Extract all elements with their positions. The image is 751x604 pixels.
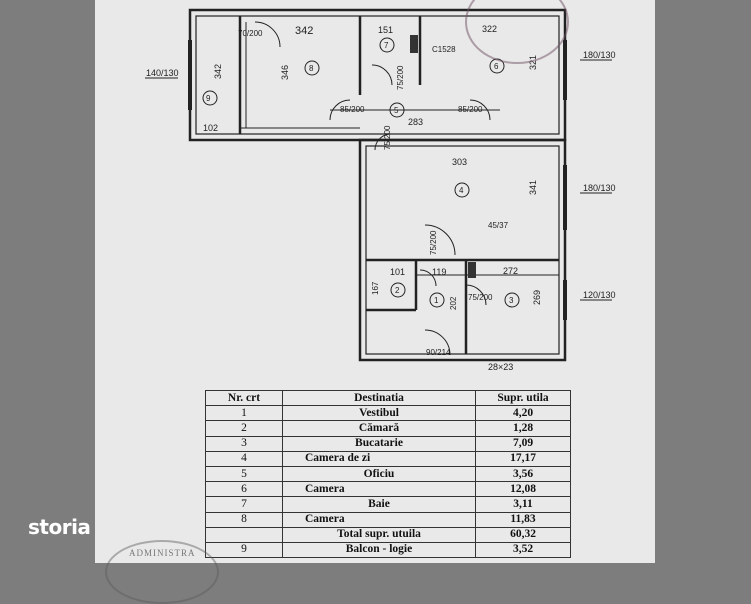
cell-nr: 8 — [205, 511, 283, 528]
room-7-id: 7 — [384, 41, 389, 50]
r3-dim-a: 272 — [503, 266, 518, 276]
r7-dim-a: 151 — [378, 25, 393, 35]
floor-plan: 102 342 9 342 346 70/200 8 151 7 C1528 7… — [145, 8, 616, 372]
r7-c: C1528 — [432, 45, 456, 54]
r4-dim-a: 303 — [452, 157, 467, 167]
room-2-id: 2 — [395, 286, 400, 295]
cell-dest: Cămară — [282, 420, 476, 437]
cell-dest: Oficiu — [282, 465, 476, 483]
cell-dest: Total supr. utuila — [282, 526, 476, 543]
room-1-id: 1 — [434, 296, 439, 305]
cell-nr: 2 — [205, 420, 283, 437]
r5-door1: 85/200 — [340, 105, 365, 114]
r5-door3: 75/200 — [383, 125, 392, 150]
cell-nr — [205, 526, 283, 543]
cell-area: 60,32 — [475, 526, 571, 543]
cell-area: 1,28 — [475, 420, 571, 437]
r4-door: 75/200 — [429, 230, 438, 255]
r8-dim-b: 346 — [280, 65, 290, 80]
cell-area: 3,56 — [475, 465, 571, 483]
r1-dim-b: 202 — [449, 296, 458, 310]
cell-nr: 9 — [205, 541, 283, 559]
cell-dest: Camera de zi — [282, 450, 476, 467]
cell-area: 7,09 — [475, 435, 571, 452]
cell-nr: 7 — [205, 496, 283, 513]
table-header-row: Nr. crt Destinatia Supr. utila — [205, 389, 571, 407]
cell-area: 17,17 — [475, 450, 571, 467]
r5-door2: 85/200 — [458, 105, 483, 114]
bottom-dim: 28×23 — [488, 362, 513, 372]
r8-door: 70/200 — [238, 29, 263, 38]
r1-dim-a: 119 — [432, 267, 446, 277]
cell-nr: 5 — [205, 465, 283, 483]
cell-nr: 4 — [205, 450, 283, 467]
room-6-id: 6 — [494, 62, 499, 71]
stamp-text: ADMINISTRA — [129, 548, 196, 558]
r8-dim-a: 342 — [295, 25, 313, 37]
storia-logo: storia — [28, 515, 91, 539]
room-8-id: 8 — [309, 64, 314, 73]
cell-dest: Bucatarie — [282, 435, 476, 452]
cell-dest: Camera — [282, 481, 476, 498]
r2-dim-a: 101 — [390, 267, 405, 277]
r7-door: 75/200 — [396, 65, 405, 90]
room-4-id: 4 — [459, 186, 464, 195]
col-nr: Nr. crt — [205, 389, 283, 407]
r3-dim-b: 269 — [532, 290, 542, 305]
cell-nr: 1 — [205, 405, 283, 422]
r3-door: 75/200 — [468, 293, 493, 302]
r4-c: 45/37 — [488, 221, 509, 230]
room-5-id: 5 — [394, 106, 399, 115]
window-low: 120/130 — [583, 290, 616, 300]
r9-width: 102 — [203, 123, 218, 133]
window-left: 140/130 — [146, 68, 179, 78]
cell-dest: Balcon - logie — [282, 541, 476, 559]
cell-nr: 3 — [205, 435, 283, 452]
r1-door2: 90/214 — [426, 348, 451, 357]
col-dest: Destinatia — [282, 389, 476, 407]
r6-dim-b: 321 — [528, 55, 538, 70]
cell-dest: Vestibul — [282, 405, 476, 422]
r2-dim-b: 167 — [371, 281, 380, 295]
cell-dest: Camera — [282, 511, 476, 528]
room-3-id: 3 — [509, 296, 514, 305]
bottom-stamp: ADMINISTRA — [105, 540, 219, 604]
cell-area: 11,83 — [475, 511, 571, 528]
cell-nr: 6 — [205, 481, 283, 498]
col-area: Supr. utila — [475, 389, 571, 407]
r4-dim-b: 341 — [528, 180, 538, 195]
room-9-id: 9 — [206, 94, 211, 103]
r5-dim-a: 283 — [408, 117, 423, 127]
cell-area: 3,52 — [475, 541, 571, 559]
cell-area: 3,11 — [475, 496, 571, 513]
cell-area: 12,08 — [475, 481, 571, 498]
r9-height: 342 — [213, 64, 223, 79]
cell-area: 4,20 — [475, 405, 571, 422]
window-mid: 180/130 — [583, 183, 616, 193]
window-top: 180/130 — [583, 50, 616, 60]
cell-dest: Baie — [282, 496, 476, 513]
